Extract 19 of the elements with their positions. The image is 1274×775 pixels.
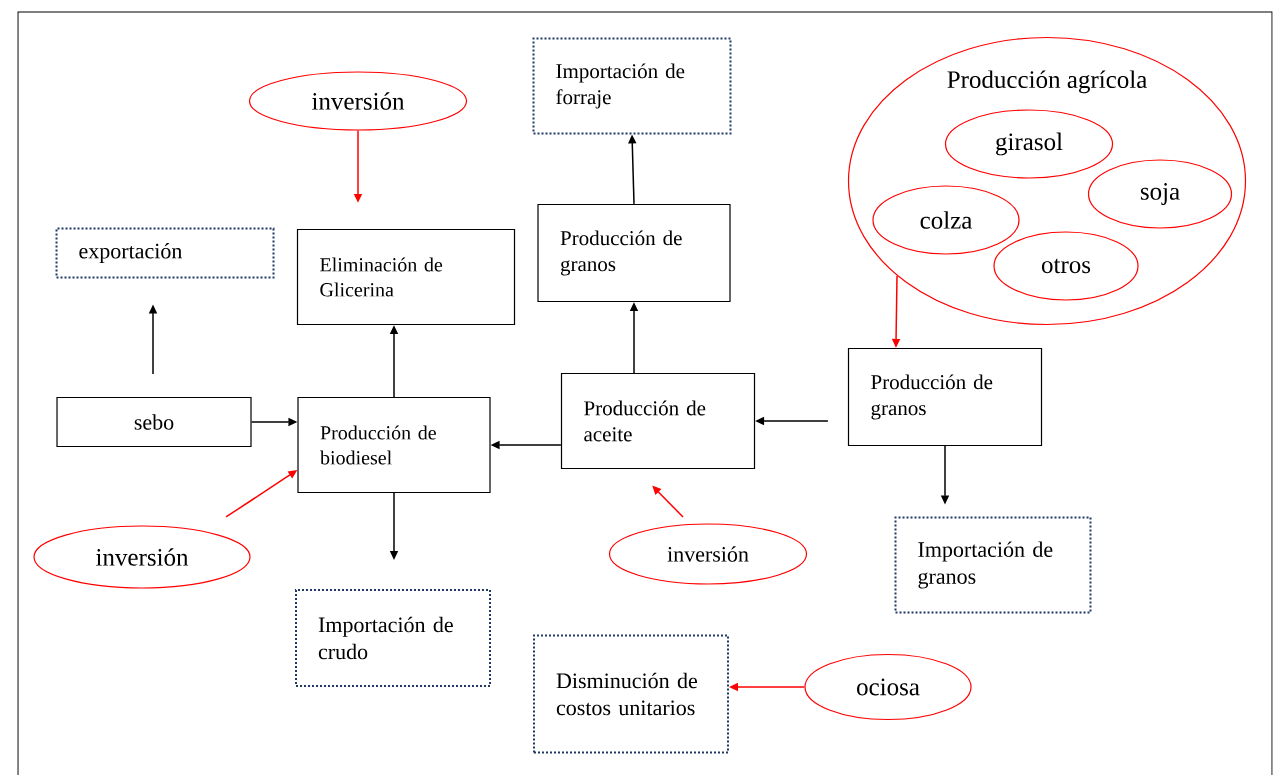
ellipse-node: inversión: [608, 523, 808, 585]
process-box: Producción de aceite: [560, 372, 756, 470]
ellipse-node: otros: [993, 231, 1139, 301]
dotted-box: exportación: [55, 227, 275, 279]
ellipse-node: inversión: [248, 71, 468, 131]
dotted-box: Disminución de costos unitarios: [533, 634, 729, 754]
ellipse-node: colza: [872, 185, 1020, 255]
dotted-box: Importación de crudo: [295, 589, 491, 687]
ellipse-node: girasol: [944, 109, 1114, 179]
ellipse-node: ociosa: [804, 653, 972, 721]
dotted-box: Importación de forraje: [532, 37, 732, 135]
process-box: Eliminación de Glicerina: [296, 228, 516, 326]
ellipse-node: inversión: [33, 525, 251, 589]
process-box: sebo: [56, 396, 252, 448]
process-box: Producción de biodiesel: [297, 396, 491, 494]
process-box: Producción de granos: [537, 203, 731, 303]
dotted-box: Importación de granos: [894, 516, 1092, 614]
process-box: Producción de granos: [847, 347, 1043, 447]
ellipse-node: soja: [1087, 159, 1233, 229]
